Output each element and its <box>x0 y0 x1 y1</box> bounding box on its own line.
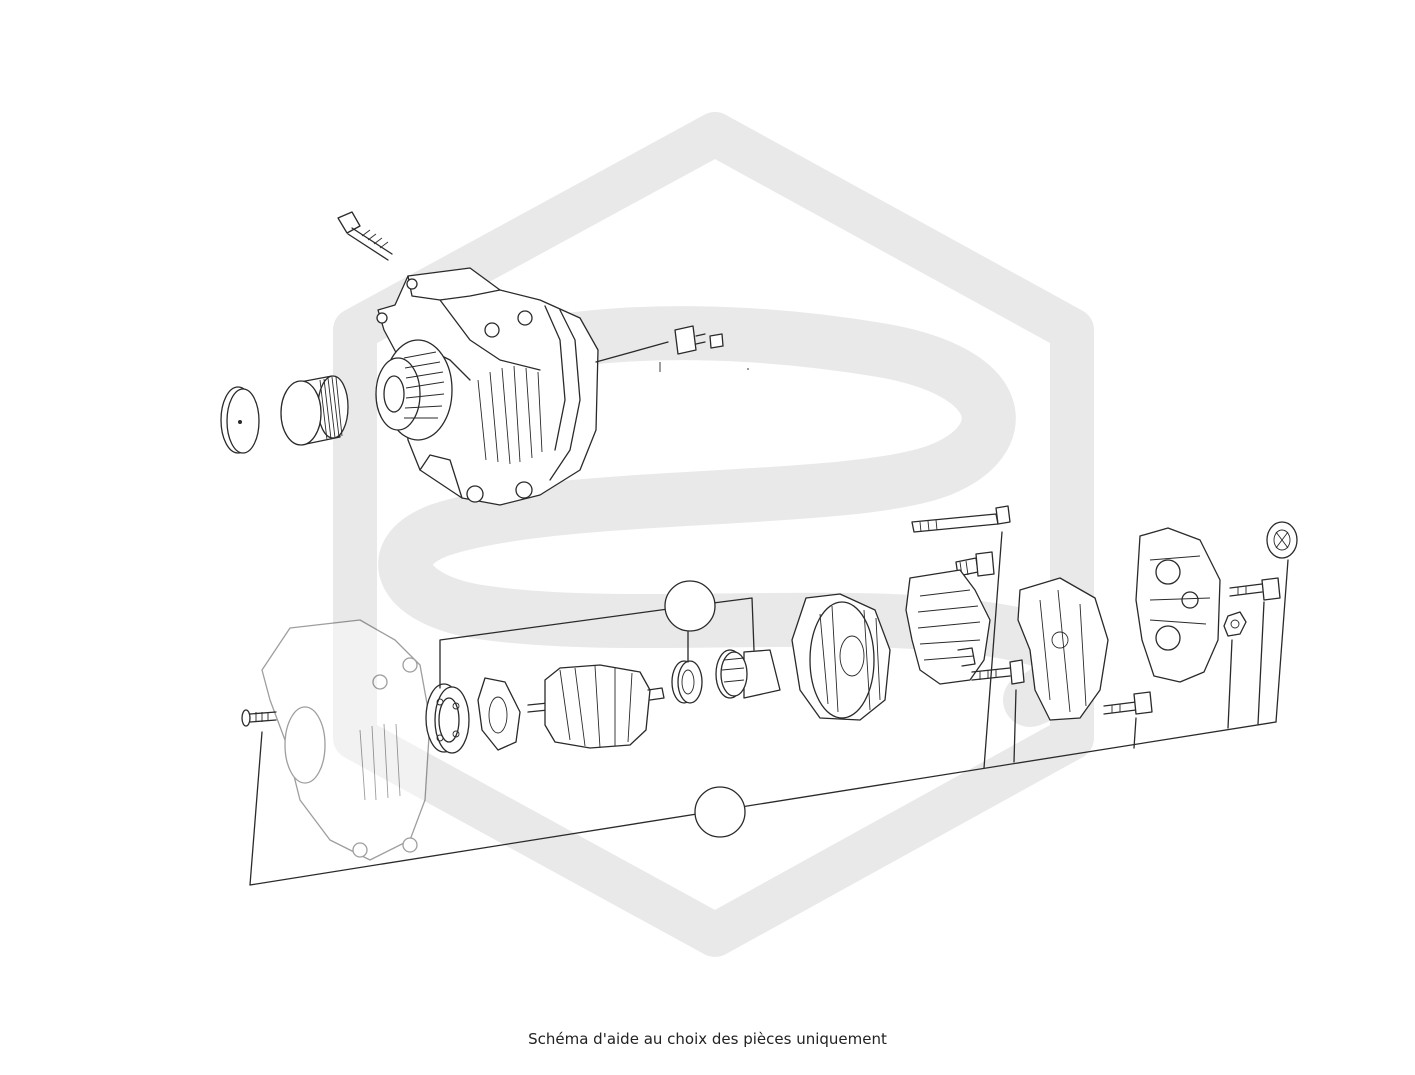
diagram-caption: Schéma d'aide au choix des pièces unique… <box>528 1030 887 1048</box>
alternator-body <box>376 267 599 506</box>
rectifier <box>1017 577 1109 721</box>
mounting-bolt <box>337 211 393 261</box>
slip-ring <box>715 649 781 699</box>
cover-bolt <box>1229 577 1281 601</box>
callout-circle-lower <box>694 786 746 838</box>
front-housing <box>261 619 431 861</box>
bearing-rear <box>671 660 703 704</box>
bearing-front <box>425 683 470 754</box>
assembled-alternator <box>220 211 749 506</box>
leader-lines <box>249 531 1289 886</box>
pulley-cap <box>220 386 260 454</box>
through-bolt <box>911 505 1011 533</box>
rotor <box>527 664 665 749</box>
pulley <box>280 375 349 446</box>
front-pulley <box>375 339 453 441</box>
rectifier-bolt <box>1103 691 1153 715</box>
terminal-plug <box>595 325 749 372</box>
watermark-logo-icon <box>333 112 1094 957</box>
stator <box>791 593 891 721</box>
cover-nut <box>1223 611 1247 637</box>
retaining-plate <box>477 677 521 751</box>
small-bolt-left <box>241 709 277 727</box>
voltage-regulator <box>905 569 991 685</box>
terminal-cap <box>1266 521 1298 559</box>
rear-cover <box>1135 527 1221 683</box>
callout-circle-upper <box>664 580 716 632</box>
